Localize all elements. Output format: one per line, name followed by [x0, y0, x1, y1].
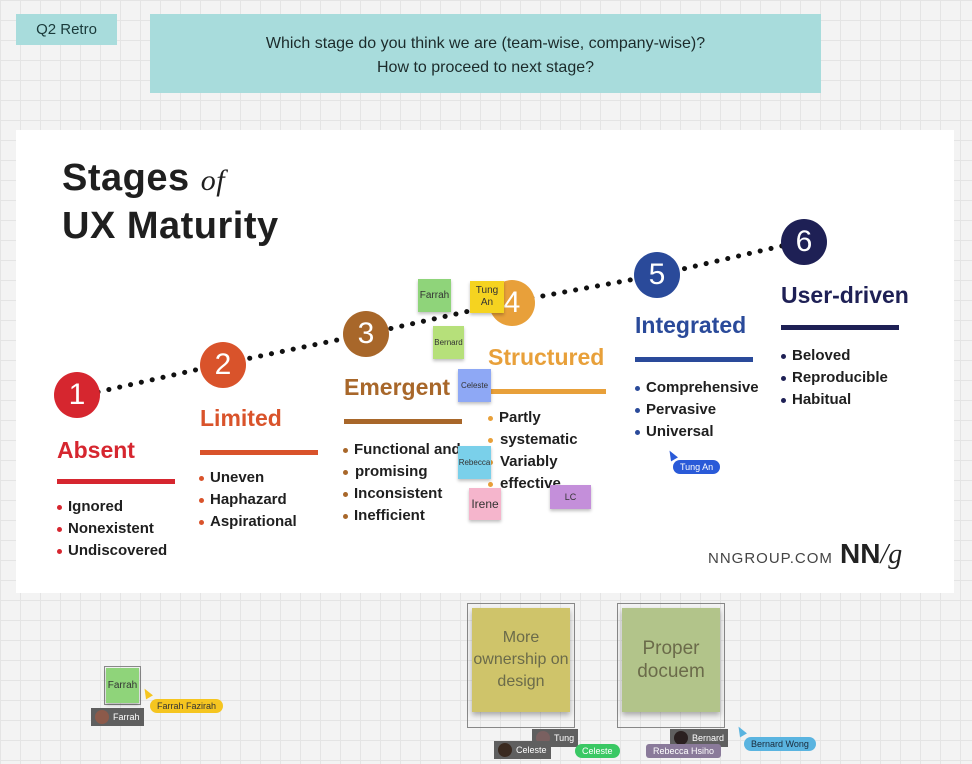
sticky-rebecca[interactable]: Rebecca — [458, 446, 491, 479]
avatar-chip-celeste: Celeste — [494, 741, 551, 759]
figure-title-line-2: UX Maturity — [62, 205, 279, 247]
frame-label[interactable]: Q2 Retro — [16, 14, 117, 45]
stage-1-rule — [57, 479, 175, 484]
list-item: Reproducible — [781, 367, 888, 389]
cursor-tag-farrah: Farrah Fazirah — [150, 699, 224, 713]
stage-2-rule — [200, 450, 318, 455]
sticky-frame[interactable]: More ownership on design — [467, 603, 575, 728]
avatar-name: Bernard — [692, 733, 725, 743]
avatar-name: Celeste — [516, 745, 547, 755]
sticky-frame[interactable]: Proper docuem — [617, 603, 725, 728]
stage-5-list: Comprehensive Pervasive Universal — [635, 377, 759, 443]
list-item: Undiscovered — [57, 540, 167, 562]
nng-logo: NN/g — [840, 538, 903, 570]
stage-5-number: 5 — [634, 252, 680, 298]
list-item: Beloved — [781, 345, 888, 367]
stage-4-rule — [488, 389, 606, 394]
question-line-1: Which stage do you think we are (team-wi… — [265, 35, 706, 52]
avatar-chip-bernard: Bernard — [670, 729, 729, 747]
sticky-bernard[interactable]: Bernard — [433, 326, 464, 359]
list-item: Nonexistent — [57, 518, 167, 540]
list-item: Pervasive — [635, 399, 759, 421]
list-item: effective — [488, 473, 578, 495]
stage-3-rule — [344, 419, 462, 424]
question-line-2: How to proceed to next stage? — [376, 59, 595, 76]
sticky-irene[interactable]: Irene — [469, 488, 501, 520]
sticky-frame[interactable]: Farrah — [104, 666, 141, 705]
avatar-name: Farrah — [113, 712, 140, 722]
stage-1-number: 1 — [54, 372, 100, 418]
list-item: Comprehensive — [635, 377, 759, 399]
sticky-farrah-2[interactable]: Farrah — [106, 668, 139, 703]
sticky-more-ownership[interactable]: More ownership on design — [472, 608, 570, 712]
cursor-tag-celeste: Celeste — [575, 744, 620, 758]
stage-5-name: Integrated — [635, 312, 747, 338]
sticky-farrah[interactable]: Farrah — [418, 279, 451, 312]
sticky-tung-an[interactable]: Tung An — [470, 281, 504, 313]
stage-6-rule — [781, 325, 899, 330]
list-item: Inefficient — [343, 505, 461, 527]
stage-1-list: Ignored Nonexistent Undiscovered — [57, 496, 167, 562]
list-item: Habitual — [781, 389, 888, 411]
stage-3-number: 3 — [343, 311, 389, 357]
list-item: Uneven — [199, 467, 297, 489]
stage-4-name: Structured — [488, 344, 605, 370]
list-item: Universal — [635, 421, 759, 443]
cursor-tag-bernard: Bernard Wong — [744, 737, 816, 751]
avatar — [95, 710, 109, 724]
avatar-chip-farrah: Farrah — [91, 708, 144, 726]
question-sticky[interactable]: Which stage do you think we are (team-wi… — [150, 14, 821, 93]
list-item: Haphazard — [199, 489, 297, 511]
list-item: Aspirational — [199, 511, 297, 533]
cursor-tag-tung-an: Tung An — [673, 460, 721, 474]
list-item: Functional and — [343, 439, 461, 461]
stage-2-list: Uneven Haphazard Aspirational — [199, 467, 297, 533]
stage-4-list: Partly systematic Variably effective — [488, 407, 578, 495]
sticky-celeste[interactable]: Celeste — [458, 369, 491, 402]
avatar-name: Tung — [554, 733, 575, 743]
stage-2-number: 2 — [200, 342, 246, 388]
stage-3-name: Emergent — [344, 374, 451, 400]
list-item: Ignored — [57, 496, 167, 518]
sticky-proper-docuem[interactable]: Proper docuem — [622, 608, 720, 712]
stage-5-rule — [635, 357, 753, 362]
stage-3-list: Functional and promising Inconsistent In… — [343, 439, 461, 527]
avatar — [674, 731, 688, 745]
brand-url: NNGROUP.COM — [708, 550, 833, 567]
figure-title-line-1: Stages of — [62, 157, 226, 199]
stage-6-list: Beloved Reproducible Habitual — [781, 345, 888, 411]
stage-2-name: Limited — [200, 405, 282, 431]
list-item: Inconsistent — [343, 483, 461, 505]
list-item: promising — [343, 461, 461, 483]
sticky-lc[interactable]: LC — [550, 485, 591, 509]
cursor-tag-rebecca: Rebecca Hsiho — [646, 744, 722, 758]
list-item: systematic — [488, 429, 578, 451]
list-item: Variably — [488, 451, 578, 473]
avatar — [498, 743, 512, 757]
stage-1-name: Absent — [57, 437, 135, 463]
stage-6-name: User-driven — [781, 282, 909, 308]
stage-6-number: 6 — [781, 219, 827, 265]
list-item: Partly — [488, 407, 578, 429]
